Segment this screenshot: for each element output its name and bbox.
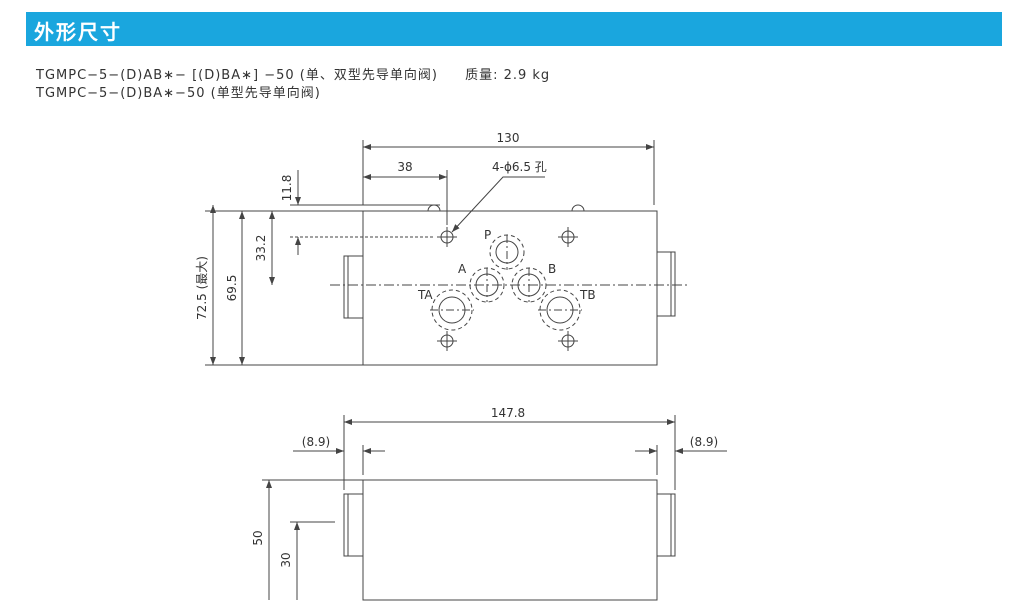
dim-height-label: 50	[251, 530, 265, 545]
dim-left-boss-label: (8.9)	[302, 435, 330, 449]
port-tb-label: TB	[579, 288, 596, 302]
dim-69-5-label: 69.5	[225, 275, 239, 302]
dim-hole-offset-label: 38	[397, 160, 412, 174]
dim-right-boss-label: (8.9)	[690, 435, 718, 449]
left-boss	[343, 255, 364, 319]
dim-11-8-label: 11.8	[280, 175, 294, 202]
port-a-label: A	[458, 262, 467, 276]
port-p-label: P	[484, 228, 491, 242]
top-view	[205, 140, 690, 366]
dim-width-label: 130	[497, 131, 520, 145]
front-view	[262, 415, 727, 601]
valve-body-top	[362, 210, 658, 366]
model-line-1: TGMPC−5−(D)AB∗− [(D)BA∗] −50 (单、双型先导单向阀)…	[36, 64, 550, 83]
dim-length-label: 147.8	[491, 406, 525, 420]
dim-33-2-label: 33.2	[254, 235, 268, 262]
weight-label: 质量: 2.9 kg	[465, 68, 551, 83]
section-title: 外形尺寸	[34, 20, 122, 44]
dim-center-label: 30	[279, 552, 293, 567]
section-header: 外形尺寸	[26, 12, 1002, 46]
ports	[430, 234, 582, 331]
right-boss-front	[656, 493, 676, 557]
port-ta-label: TA	[417, 288, 433, 302]
model-code-2: TGMPC−5−(D)BA∗−50 (单型先导单向阀)	[36, 86, 321, 101]
right-boss	[656, 251, 676, 317]
model-code-1: TGMPC−5−(D)AB∗− [(D)BA∗] −50 (单、双型先导单向阀)	[36, 68, 438, 83]
dim-72-5-label: 72.5 (最大)	[195, 256, 209, 320]
left-boss-front	[343, 493, 364, 557]
model-line-2: TGMPC−5−(D)BA∗−50 (单型先导单向阀)	[36, 82, 321, 101]
mounting-holes	[437, 227, 578, 351]
valve-body-front	[362, 479, 658, 601]
port-b-label: B	[548, 262, 556, 276]
hole-note: 4-ϕ6.5 孔	[492, 160, 547, 174]
